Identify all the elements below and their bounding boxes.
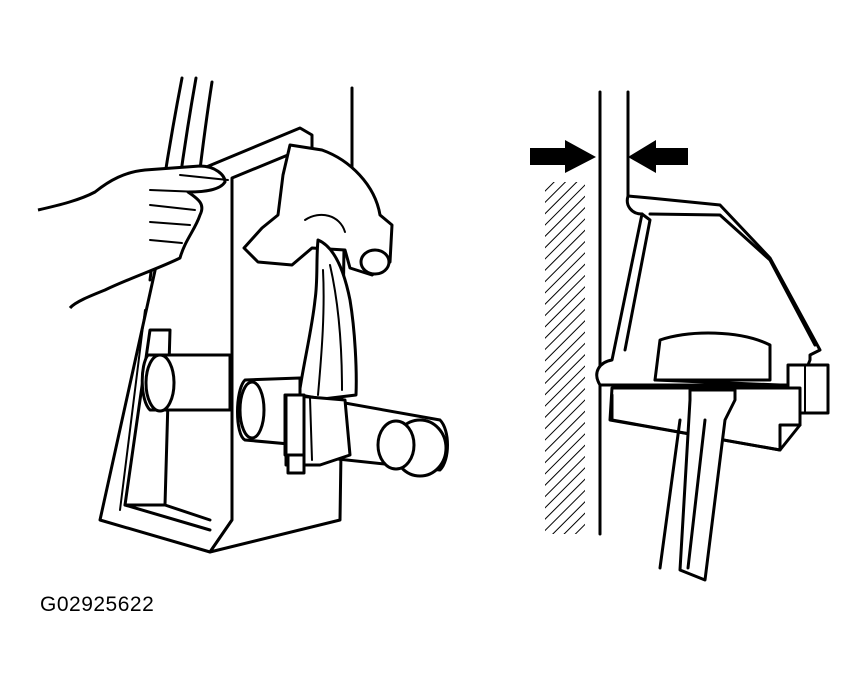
gap-arrows: [530, 140, 688, 173]
gauge-plate: [598, 90, 630, 536]
technician-hand: [37, 164, 229, 310]
connecting-rod: [242, 143, 394, 404]
arrow-left-icon: [628, 140, 688, 173]
mandrel-shaft: [236, 376, 449, 478]
right-illustration: [530, 90, 830, 582]
figure-id-label: G02925622: [40, 593, 155, 616]
reference-surface-hatch: [545, 182, 585, 534]
rod-section: [595, 194, 830, 452]
arrow-right-icon: [530, 140, 596, 173]
left-illustration: [37, 76, 449, 554]
guide-shaft: [658, 388, 737, 582]
